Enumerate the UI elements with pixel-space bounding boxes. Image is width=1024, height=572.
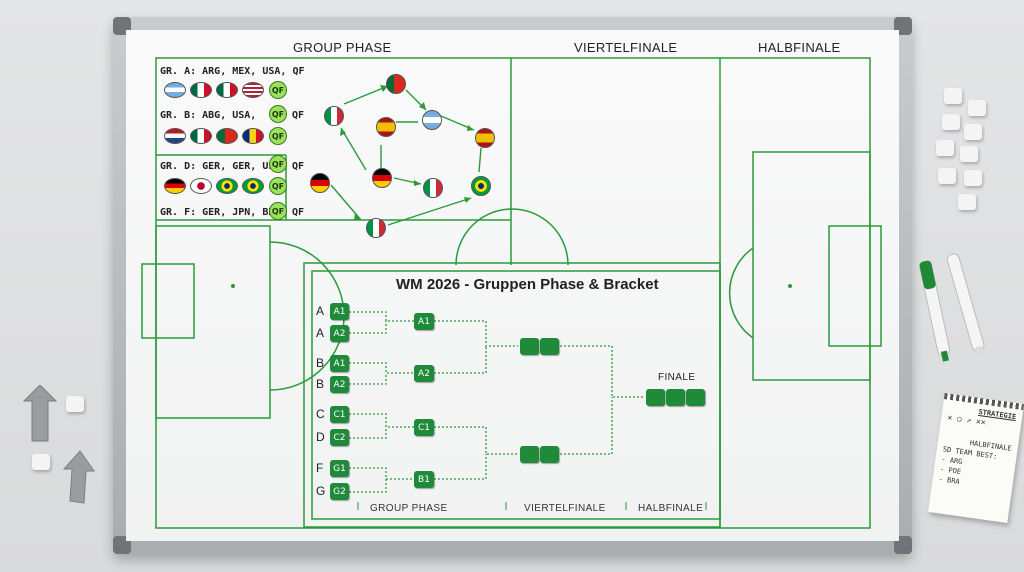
magnet[interactable] [960, 146, 978, 162]
quarterfinal-tile[interactable]: A2 [414, 365, 434, 382]
bracket-tile[interactable]: G2 [330, 483, 349, 500]
footer-group-phase: GROUP PHASE [370, 503, 448, 514]
qf-badge: QF [269, 81, 287, 99]
green-marker[interactable] [921, 250, 941, 360]
magnet[interactable] [938, 168, 956, 184]
romania-flag-icon [242, 128, 264, 144]
bracket-tile[interactable]: G1 [330, 460, 349, 477]
qf-badge: QF [269, 105, 287, 123]
final-label: FINALE [658, 372, 696, 383]
group-d-qf: QF [292, 161, 305, 172]
white-marker[interactable] [953, 246, 973, 358]
netherlands-flag-icon [164, 128, 186, 144]
pitch-lines [141, 57, 882, 529]
argentina-flag-icon [422, 110, 442, 130]
brazil-flag-icon [216, 178, 238, 194]
spain-flag-icon [475, 128, 495, 148]
semifinal-tile[interactable] [540, 338, 559, 355]
mexico-flag-icon [190, 82, 212, 98]
group-a-label: GR. A: ARG, MEX, USA, QF [160, 66, 305, 77]
bracket-group-letter: F [316, 461, 324, 475]
semifinal-tile[interactable] [540, 446, 559, 463]
qf-badge: QF [269, 202, 287, 220]
italy-flag-icon [423, 178, 443, 198]
whiteboard: GROUP PHASE VIERTELFINALE HALBFINALE GR.… [126, 30, 899, 541]
magnet[interactable] [964, 124, 982, 140]
up-arrow-icon[interactable] [62, 450, 96, 506]
footer-quarterfinal: VIERTELFINALE [524, 503, 606, 514]
markers [919, 253, 985, 362]
italy-flag-icon [366, 218, 386, 238]
quarterfinal-tile[interactable]: B1 [414, 471, 434, 488]
qf-badge: QF [269, 155, 287, 173]
semifinal-tile[interactable] [520, 446, 539, 463]
quarterfinal-tile[interactable]: C1 [414, 419, 434, 436]
qf-badge: QF [269, 127, 287, 145]
bracket-tile[interactable]: A2 [330, 376, 349, 393]
portugal-flag-icon [386, 74, 406, 94]
magnet[interactable] [944, 88, 962, 104]
mexico-flag-icon [190, 128, 212, 144]
bracket-title: WM 2026 - Gruppen Phase & Bracket [396, 276, 659, 293]
bracket-tile[interactable]: A1 [330, 355, 349, 372]
argentina-flag-icon [164, 82, 186, 98]
bracket-group-letter: G [316, 484, 326, 498]
final-tile[interactable] [686, 389, 705, 406]
bracket-group-letter: C [316, 407, 325, 421]
germany-flag-icon [310, 173, 330, 193]
italy-flag-icon [324, 106, 344, 126]
header-group-phase: GROUP PHASE [293, 40, 392, 55]
usa-flag-icon [242, 82, 264, 98]
magnet[interactable] [942, 114, 960, 130]
bracket-group-letter: A [316, 326, 325, 340]
group-b-qf: QF [292, 110, 305, 121]
magnet[interactable] [936, 140, 954, 156]
bracket-group-letter: A [316, 304, 325, 318]
germany-flag-icon [164, 178, 186, 194]
group-f-label: GR. F: GER, JPN, BRA, [160, 207, 287, 218]
header-quarterfinal: VIERTELFINALE [574, 40, 678, 55]
japan-flag-icon [190, 178, 212, 194]
germany-flag-icon [372, 168, 392, 188]
brazil-flag-icon [242, 178, 264, 194]
magnet[interactable] [32, 454, 50, 470]
portugal-flag-icon [216, 128, 238, 144]
arrow-magnets [22, 385, 95, 504]
group-d-label: GR. D: GER, GER, USA, [160, 161, 287, 172]
magnet[interactable] [964, 170, 982, 186]
spain-flag-icon [376, 117, 396, 137]
bracket-group-letter: B [316, 356, 325, 370]
group-b-label: GR. B: ABG, USA, [160, 110, 257, 121]
magnet[interactable] [958, 194, 976, 210]
bracket-tile[interactable]: C2 [330, 429, 349, 446]
bracket-tile[interactable]: A2 [330, 325, 349, 342]
qf-badge: QF [269, 177, 287, 195]
magnet[interactable] [968, 100, 986, 116]
quarterfinal-tile[interactable]: A1 [414, 313, 434, 330]
footer-semifinal: HALBFINALE [638, 503, 704, 514]
final-tile[interactable] [646, 389, 665, 406]
mexico-flag-icon [216, 82, 238, 98]
group-f-qf: QF [292, 207, 305, 218]
header-semifinal: HALBFINALE [758, 40, 841, 55]
final-tile[interactable] [666, 389, 685, 406]
brazil-flag-icon [471, 176, 491, 196]
semifinal-tile[interactable] [520, 338, 539, 355]
bracket-group-letter: D [316, 430, 325, 444]
magnet[interactable] [66, 396, 84, 412]
bracket-tile[interactable]: A1 [330, 303, 349, 320]
strategy-note[interactable]: STRATEGIE ✕ ○ ↗ ✕✕ HALBFINALE SD TEAM BE… [928, 393, 1024, 523]
bracket-tile[interactable]: C1 [330, 406, 349, 423]
bracket-group-letter: B [316, 377, 325, 391]
up-arrow-icon[interactable] [24, 385, 58, 443]
